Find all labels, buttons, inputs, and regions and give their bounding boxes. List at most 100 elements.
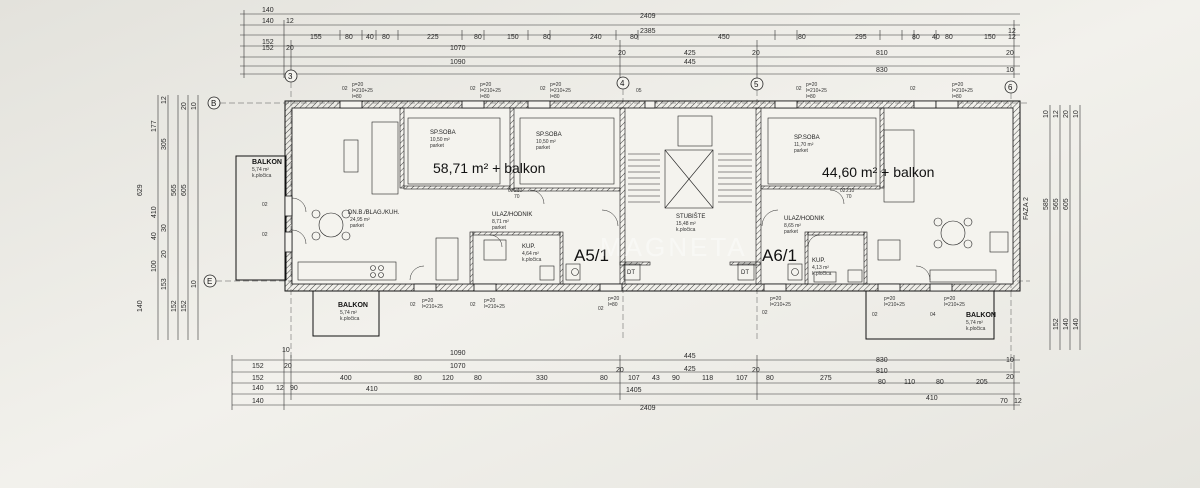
dim-label: 2409 — [640, 405, 656, 412]
window-tag: p=20 — [770, 296, 781, 302]
window-tag: l=80 — [352, 94, 362, 100]
room-area: 5,74 m² — [252, 167, 269, 173]
dim-label: 10 — [1043, 110, 1050, 118]
dim-label: 20 — [1006, 50, 1014, 57]
dim-label: 205 — [976, 379, 988, 386]
dim-label: 10 — [191, 102, 198, 110]
dim-label: 240 — [590, 34, 602, 41]
dim-label: 629 — [137, 184, 144, 196]
dim-label: 12 — [1008, 28, 1016, 35]
furniture — [297, 117, 1009, 283]
window-tag: l=210+25 — [352, 88, 373, 94]
window-tag: p=20 — [806, 82, 817, 88]
room-floor: k.pločica — [966, 326, 986, 332]
room-area: 5,74 m² — [966, 320, 983, 326]
dim-label: 90 — [290, 385, 298, 392]
window-tag: l=80 — [952, 94, 962, 100]
window-tag: l=80 — [480, 94, 490, 100]
dim-label: 10 — [1006, 357, 1014, 364]
door-tag: 02 — [262, 202, 268, 208]
dim-label: 1405 — [626, 387, 642, 394]
window-tag: l=210+25 — [884, 302, 905, 308]
dim-label: 400 — [340, 375, 352, 382]
dim-label: 10 — [1073, 110, 1080, 118]
room-bedroom-c: SP.SOBA 11,70 m² parket — [794, 135, 820, 154]
window-tag: p=20 — [884, 296, 895, 302]
room-name: ULAZ/HODNIK — [784, 216, 824, 222]
dim-label: 80 — [878, 379, 886, 386]
room-floor: parket — [492, 225, 507, 231]
dim-label: 80 — [474, 34, 482, 41]
room-floor: parket — [784, 229, 799, 235]
dim-label: 110 — [904, 379, 915, 386]
window-tag: 02 — [470, 302, 476, 308]
window-tag: p=20 — [952, 82, 963, 88]
window-tag: l=210+25 — [770, 302, 791, 308]
dim-label: 140 — [1073, 318, 1080, 330]
room-floor: k.pločica — [522, 257, 542, 263]
dim-label: 140 — [252, 385, 264, 392]
door-tag: 02 — [508, 188, 514, 194]
unit-a6-area: 44,60 m² + balkon — [822, 164, 934, 180]
dim-label: 10 — [1006, 67, 1014, 74]
axis-label-5: 5 — [754, 80, 759, 89]
window-tag: 02 — [762, 310, 768, 316]
dim-label: 445 — [684, 353, 696, 360]
dim-label: 152 — [181, 300, 188, 312]
dim-label: 80 — [600, 375, 608, 382]
dim-label: 305 — [161, 138, 168, 150]
staircase — [628, 115, 752, 209]
window-tag: l=80 — [806, 94, 816, 100]
room-bath-b: KUP. 4,13 m² k.pločica — [812, 258, 832, 277]
dim-label: 40 — [366, 34, 374, 41]
dim-label: 80 — [798, 34, 806, 41]
room-area: 10,50 m² — [536, 139, 556, 145]
window-tag: l=210+25 — [952, 88, 973, 94]
dim-label: 80 — [912, 34, 920, 41]
exterior-walls — [284, 100, 1021, 292]
room-area: 24,95 m² — [350, 217, 370, 223]
dim-label: 80 — [945, 34, 953, 41]
door-tag: 02 — [840, 188, 846, 194]
dim-label: 80 — [382, 34, 390, 41]
dim-label: 30 — [161, 224, 168, 232]
room-name: SP.SOBA — [536, 132, 562, 138]
room-name: STUBIŠTE — [676, 213, 705, 220]
room-name: BALKON — [338, 302, 368, 309]
room-floor: k.pločica — [676, 227, 696, 233]
window-tag: l=210+25 — [806, 88, 827, 94]
bottom-dimension-labels: 10 1090 445 830 10 152 20 1070 20 425 20… — [252, 347, 1022, 412]
room-floor: parket — [536, 145, 551, 151]
top-dimension-labels: 140 140 12 2409 2385 12 152 155 80 40 80… — [262, 7, 1016, 74]
window-tag: l=210+25 — [422, 304, 443, 310]
dim-label: 150 — [984, 34, 996, 41]
window-tag: l=80 — [550, 94, 560, 100]
dim-label: 810 — [876, 368, 888, 375]
unit-a5-id: A5/1 — [574, 246, 609, 265]
dt-label-a: DT — [627, 270, 635, 276]
fasade-label: FAZA 2 — [1023, 197, 1030, 220]
right-dimension-lines — [1049, 105, 1081, 350]
dim-label: 20 — [286, 45, 294, 52]
room-area: 8,65 m² — [784, 223, 801, 229]
room-area: 4,13 m² — [812, 265, 829, 271]
door-swings — [291, 189, 931, 281]
dim-label: 140 — [262, 18, 274, 25]
door-tags: 02 210 70 02 210 70 02 02 — [262, 188, 855, 238]
dim-label: 20 — [181, 102, 188, 110]
room-area: 8,71 m² — [492, 219, 509, 225]
window-tag: p=20 — [944, 296, 955, 302]
window-tag: l=80 — [608, 302, 618, 308]
dim-label: 410 — [366, 386, 378, 393]
window-tag: p=20 — [550, 82, 561, 88]
dim-label: 40 — [932, 34, 940, 41]
axis-label-b: B — [211, 99, 216, 108]
window-tag: p=20 — [480, 82, 491, 88]
room-name: BALKON — [966, 312, 996, 319]
dim-label: 150 — [507, 34, 519, 41]
room-floor: parket — [794, 148, 809, 154]
dim-label: 140 — [1063, 318, 1070, 330]
axis-label-e: E — [207, 277, 212, 286]
window-tag: 02 — [470, 86, 476, 92]
window-tag: 02 — [410, 302, 416, 308]
